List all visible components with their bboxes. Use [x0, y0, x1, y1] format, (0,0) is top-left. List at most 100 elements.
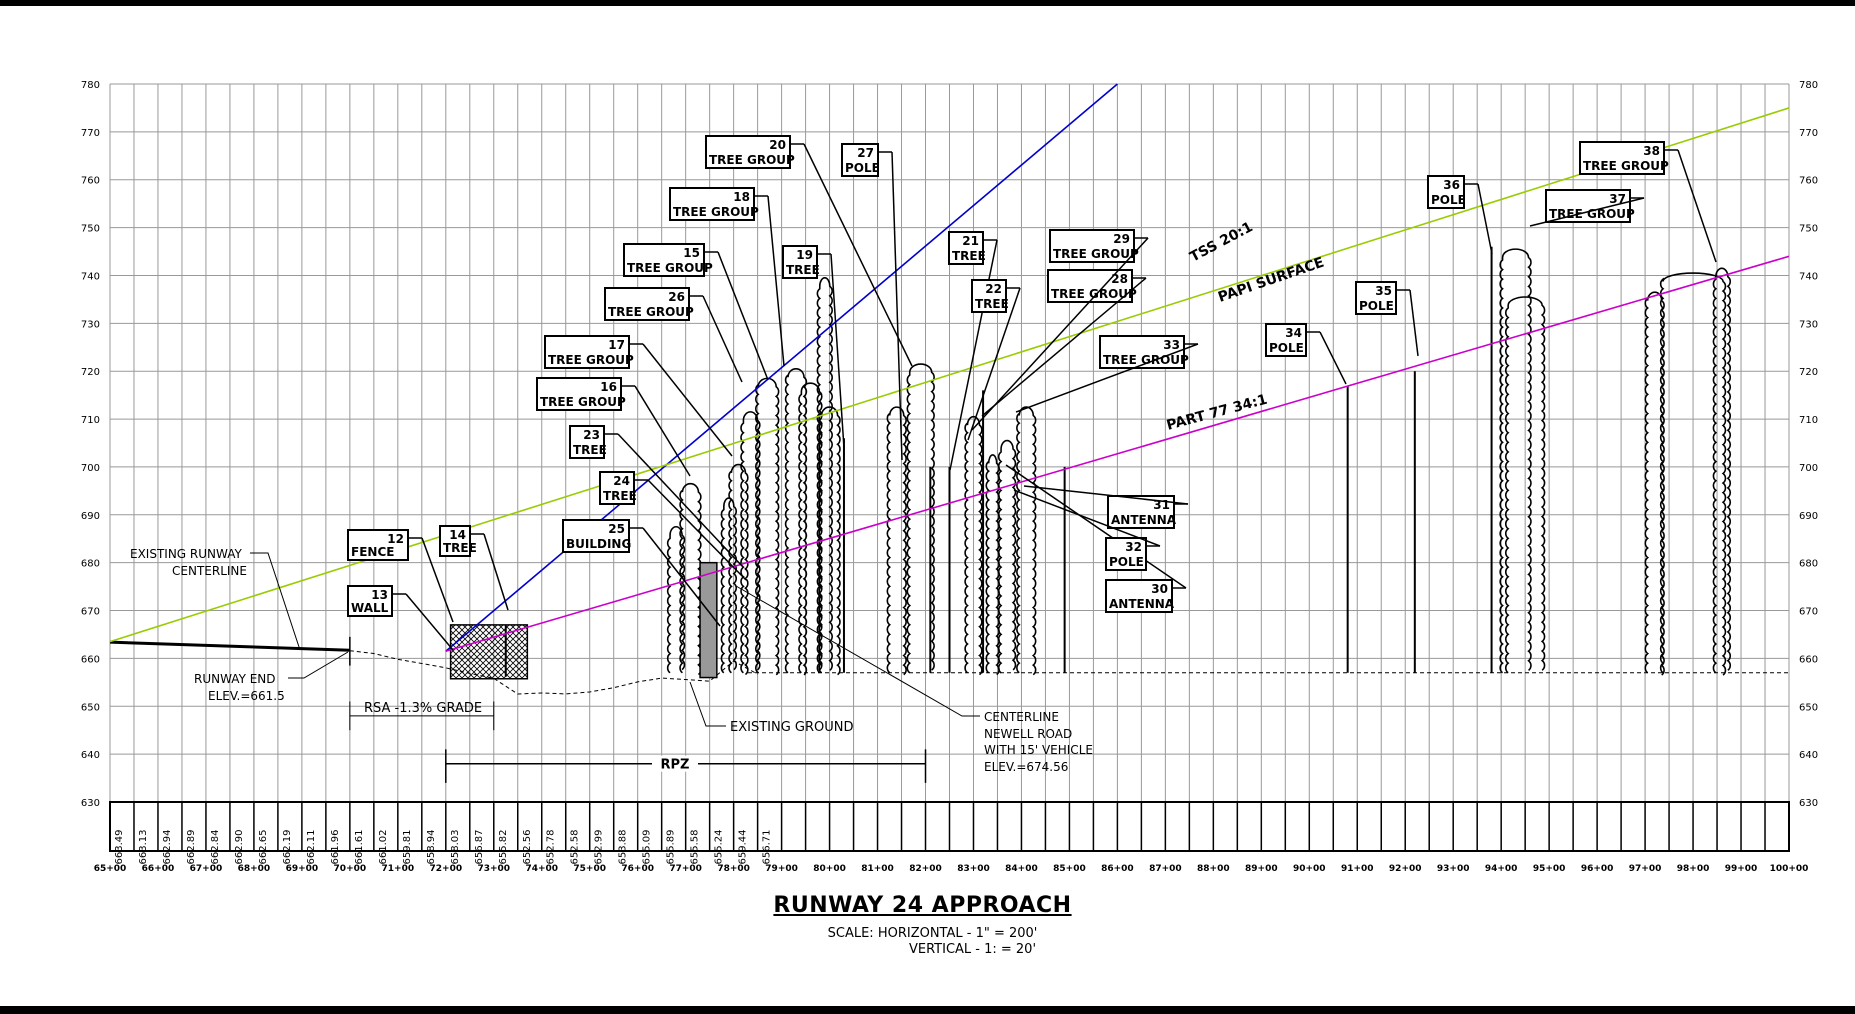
existing-runway-label: EXISTING RUNWAY	[130, 547, 243, 561]
callout-box-15	[623, 243, 705, 277]
callout-label-25: BUILDING	[566, 537, 631, 551]
newell-label-1: CENTERLINE	[984, 710, 1059, 724]
x-tick-label: 89+00	[1245, 864, 1278, 874]
callout-box-20	[705, 135, 791, 169]
x-tick-label: 70+00	[334, 864, 367, 874]
surface-line	[445, 255, 1790, 652]
callout-label-34: POLE	[1269, 341, 1304, 355]
callout-label-30: ANTENNA	[1109, 597, 1175, 611]
obstruction-shapes	[449, 246, 1732, 680]
callout-label-38: TREE GROUP	[1583, 159, 1669, 173]
ground-elevation-value: 662.89	[186, 830, 197, 865]
tree-group-shape	[728, 463, 749, 676]
y-tick-left: 780	[81, 80, 100, 91]
callout-label-26: TREE GROUP	[608, 305, 694, 319]
callout-number-35: 35	[1375, 284, 1392, 298]
leader-35	[1409, 289, 1419, 357]
callout-number-21: 21	[962, 234, 979, 248]
callout-label-31: ANTENNA	[1111, 513, 1177, 527]
x-tick-label: 67+00	[190, 864, 223, 874]
callout-label-14: TREE	[443, 541, 477, 555]
callout-box-23	[569, 425, 605, 459]
y-tick-left: 670	[81, 607, 100, 618]
callout-box-34	[1265, 323, 1307, 357]
scale-vertical: VERTICAL - 1: = 20'	[908, 942, 1037, 957]
leader-30	[1005, 464, 1187, 589]
y-tick-right: 680	[1799, 559, 1818, 570]
callout-label-33: TREE GROUP	[1103, 353, 1189, 367]
ground-elevation-value: 662.90	[234, 830, 245, 865]
leader-32	[1013, 489, 1161, 547]
leader-25	[642, 527, 721, 627]
x-tick-label: 81+00	[861, 864, 894, 874]
y-tick-left: 640	[81, 750, 100, 761]
leader-26	[702, 295, 743, 383]
x-tick-label: 84+00	[1005, 864, 1038, 874]
callout-box-21	[948, 231, 984, 265]
tree-group-shape	[886, 406, 907, 676]
callout-number-36: 36	[1443, 178, 1460, 192]
callout-number-29: 29	[1113, 232, 1130, 246]
y-tick-right: 630	[1799, 798, 1818, 809]
y-tick-right: 660	[1799, 654, 1818, 665]
ground-elevation-value: 652.78	[546, 830, 557, 865]
ground-line	[349, 650, 758, 695]
callout-number-15: 15	[683, 246, 700, 260]
tree-group-shape	[1659, 272, 1727, 676]
callout-number-19: 19	[796, 248, 813, 262]
y-tick-left: 680	[81, 559, 100, 570]
tree-group-shape	[818, 406, 841, 676]
x-tick-label: 82+00	[909, 864, 942, 874]
callout-number-30: 30	[1151, 582, 1168, 596]
y-tick-left: 690	[81, 511, 100, 522]
drawing-title: RUNWAY 24 APPROACH	[773, 893, 1072, 918]
callout-label-18: TREE GROUP	[673, 205, 759, 219]
rpz-label-bg	[652, 755, 698, 772]
y-tick-left: 630	[81, 798, 100, 809]
existing-ground-profile	[109, 636, 1789, 695]
callout-label-22: TREE	[975, 297, 1009, 311]
x-tick-label: 94+00	[1485, 864, 1518, 874]
callout-number-24: 24	[613, 474, 630, 488]
x-tick-label: 68+00	[238, 864, 271, 874]
rsa-label: RSA -1.3% GRADE	[364, 701, 482, 716]
callout-box-22	[971, 279, 1007, 313]
x-tick-label: 78+00	[717, 864, 750, 874]
ground-elevation-value: 658.03	[450, 830, 461, 865]
runway-leader	[250, 552, 301, 651]
grid	[109, 83, 1790, 803]
x-tick-label: 96+00	[1581, 864, 1614, 874]
building-shape	[699, 561, 718, 679]
callout-box-25	[562, 519, 630, 553]
leader-38	[1677, 149, 1717, 263]
y-tick-right: 770	[1799, 128, 1818, 139]
callout-label-23: TREE	[573, 443, 607, 457]
callout-number-32: 32	[1125, 540, 1142, 554]
x-tick-label: 71+00	[382, 864, 415, 874]
tree-group-shape	[666, 526, 686, 674]
callout-box-27	[841, 143, 879, 177]
y-tick-left: 760	[81, 176, 100, 187]
tree-group-shape	[1712, 267, 1732, 674]
y-tick-right: 700	[1799, 463, 1818, 474]
leader-19	[830, 253, 845, 449]
callout-number-22: 22	[985, 282, 1002, 296]
ground-elevation-value: 662.84	[210, 830, 221, 865]
tree-group-shape	[1016, 406, 1037, 676]
y-tick-left: 770	[81, 128, 100, 139]
leader-14	[483, 533, 509, 611]
callout-label-19: TREE	[786, 263, 820, 277]
callout-box-29	[1049, 229, 1135, 263]
tree-group-shape	[964, 415, 983, 676]
x-tick-label: 98+00	[1677, 864, 1710, 874]
callout-box-30	[1105, 579, 1173, 613]
callout-box-19	[782, 245, 818, 279]
leader-34	[1319, 331, 1347, 385]
leader-15	[717, 251, 769, 381]
x-tick-label: 76+00	[621, 864, 654, 874]
leader-29	[971, 237, 1149, 431]
callout-box-16	[536, 377, 622, 411]
y-tick-left: 720	[81, 367, 100, 378]
